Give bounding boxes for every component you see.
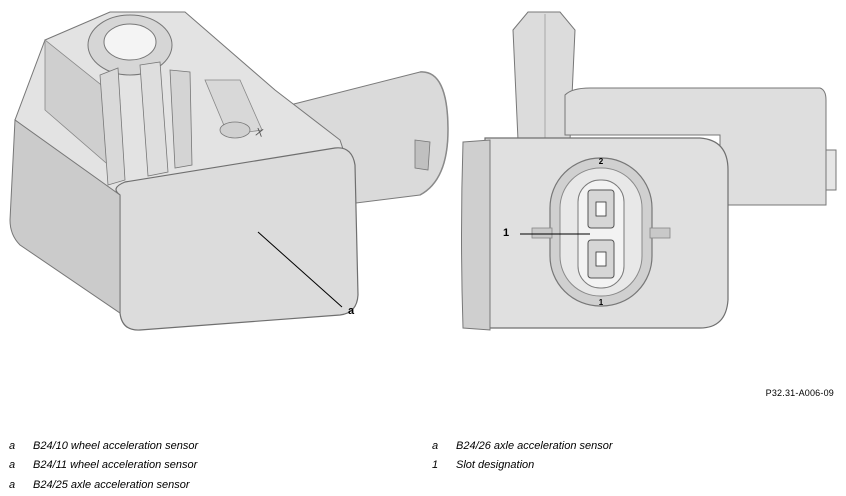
legend-key: a (9, 459, 16, 472)
left-sensor: X (9, 11, 449, 331)
legend-key: a (9, 478, 16, 491)
sensor-illustration: X (9, 11, 837, 331)
sensor-figure: X (9, 11, 837, 331)
mounting-hole (103, 23, 157, 61)
legend-item: a B24/26 axle acceleration sensor (432, 436, 613, 456)
legend-key: a (432, 439, 439, 452)
sensor-front-face (115, 147, 359, 331)
legend-text: B24/11 wheel acceleration sensor (33, 459, 198, 472)
legend-item: 1 Slot designation (432, 456, 613, 476)
slot-label-1: 1 (599, 298, 604, 307)
legend-item: a B24/11 wheel acceleration sensor (9, 456, 198, 476)
housing-marking: X (254, 126, 265, 140)
legend-item: a B24/10 wheel acceleration sensor (9, 436, 198, 456)
locking-tab (414, 139, 431, 171)
legend-key: 1 (432, 459, 439, 472)
legend-text: B24/10 wheel acceleration sensor (33, 439, 199, 452)
legend-text: B24/25 axle acceleration sensor (33, 478, 190, 491)
callout-1: 1 (503, 227, 510, 239)
leader-line-a (257, 231, 343, 308)
legend-text: B24/26 axle acceleration sensor (456, 439, 613, 452)
callout-a: a (348, 305, 355, 317)
slot-label-2: 2 (599, 157, 604, 166)
legend-item: a B24/25 axle acceleration sensor (9, 475, 198, 495)
right-sensor: 2 1 (461, 11, 837, 331)
legend-key: a (9, 439, 16, 452)
figure-reference: P32.31-A006-09 (765, 388, 834, 398)
legend-right: a B24/26 axle acceleration sensor 1 Slot d… (432, 436, 613, 475)
legend-text: Slot designation (456, 459, 535, 472)
